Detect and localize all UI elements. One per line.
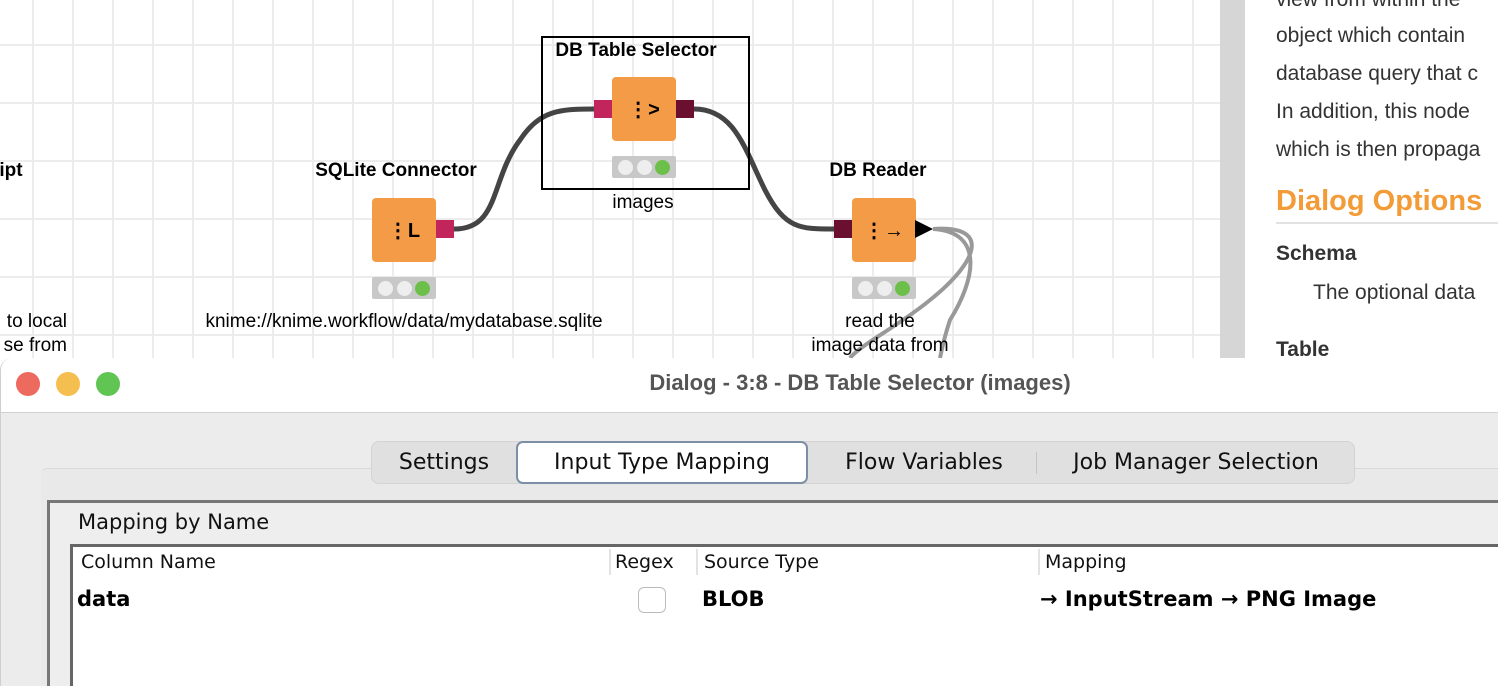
column-header-regex[interactable]: Regex bbox=[615, 551, 674, 573]
node-label-db-reader: DB Reader bbox=[829, 160, 927, 181]
node-sqlite-connector[interactable]: ⋮L bbox=[372, 198, 436, 262]
db-data-in-port[interactable] bbox=[834, 220, 852, 238]
node-selection-box bbox=[541, 36, 750, 190]
workflow-canvas[interactable]: ript to local se from SQLite Connector ⋮… bbox=[0, 0, 1220, 358]
dialog-title: Dialog - 3:8 - DB Table Selector (images… bbox=[649, 370, 1071, 395]
db-connection-out-port[interactable] bbox=[436, 220, 454, 238]
description-line: which is then propaga bbox=[1276, 138, 1481, 161]
section-title: Mapping by Name bbox=[78, 510, 270, 534]
db-data-out-port[interactable] bbox=[676, 100, 694, 118]
option-text: The optional data bbox=[1313, 281, 1476, 304]
data-table-out-port[interactable] bbox=[915, 220, 933, 238]
annotation-line: to local bbox=[6, 311, 67, 332]
zoom-button[interactable] bbox=[96, 372, 120, 396]
tab-bar: Settings Input Type Mapping Flow Variabl… bbox=[371, 441, 1355, 484]
node-annotation[interactable]: knime://knime.workflow/data/mydatabase.s… bbox=[205, 311, 603, 332]
node-annotation[interactable]: read the image data from bbox=[811, 310, 948, 358]
description-line: object which contain bbox=[1276, 24, 1466, 47]
tab-settings[interactable]: Settings bbox=[398, 450, 490, 475]
cell-column-name[interactable]: data bbox=[77, 587, 131, 611]
connection-reader-out-2 bbox=[932, 227, 973, 358]
regex-checkbox[interactable] bbox=[638, 587, 666, 613]
section-heading: Dialog Options bbox=[1276, 185, 1483, 217]
status-lights bbox=[372, 277, 436, 299]
column-separator bbox=[609, 549, 611, 575]
node-db-table-selector[interactable]: ⋮> bbox=[612, 77, 676, 141]
connection-sqlite-to-selector bbox=[453, 106, 595, 232]
description-line: view from within the bbox=[1276, 0, 1460, 12]
column-header-mapping[interactable]: Mapping bbox=[1045, 551, 1127, 573]
title-bar[interactable]: Dialog - 3:8 - DB Table Selector (images… bbox=[1, 358, 1498, 413]
partial-node-label: ript bbox=[0, 160, 23, 181]
mapping-table bbox=[70, 544, 1498, 686]
column-separator bbox=[696, 549, 698, 575]
node-db-reader[interactable]: ⋮→ bbox=[852, 198, 916, 262]
status-lights bbox=[852, 277, 916, 299]
minimize-button[interactable] bbox=[56, 372, 80, 396]
connections bbox=[453, 106, 974, 358]
tab-separator bbox=[1036, 452, 1037, 474]
option-label: Table bbox=[1276, 338, 1330, 358]
database-selector-icon: ⋮> bbox=[628, 98, 660, 121]
tab-input-type-mapping[interactable]: Input Type Mapping bbox=[516, 441, 808, 484]
annotation-line: se from bbox=[3, 335, 67, 356]
dialog-window: Dialog - 3:8 - DB Table Selector (images… bbox=[0, 358, 1498, 686]
node-description-panel: view from within the object which contai… bbox=[1245, 0, 1498, 358]
heading-underline bbox=[1276, 222, 1498, 224]
tab-job-manager-selection[interactable]: Job Manager Selection bbox=[1073, 450, 1319, 475]
annotation-line: image data from bbox=[811, 335, 949, 356]
connection-reader-out-1 bbox=[848, 226, 974, 358]
annotation-line: read the bbox=[845, 311, 915, 332]
column-header-column-name[interactable]: Column Name bbox=[81, 551, 216, 573]
option-label: Schema bbox=[1276, 242, 1357, 265]
tab-flow-variables[interactable]: Flow Variables bbox=[845, 450, 1003, 475]
close-button[interactable] bbox=[16, 372, 40, 396]
database-reader-icon: ⋮→ bbox=[864, 219, 904, 242]
cell-mapping[interactable]: → InputStream → PNG Image bbox=[1040, 587, 1377, 611]
partial-node-annotation: to local se from bbox=[4, 310, 67, 358]
panel-splitter[interactable] bbox=[1220, 0, 1245, 358]
database-connector-icon: ⋮L bbox=[387, 219, 421, 242]
db-connection-in-port[interactable] bbox=[594, 100, 612, 118]
column-separator bbox=[1038, 549, 1040, 575]
column-header-source-type[interactable]: Source Type bbox=[704, 551, 819, 573]
cell-source-type[interactable]: BLOB bbox=[702, 587, 765, 611]
node-annotation[interactable]: images bbox=[612, 192, 674, 213]
node-label-sqlite-connector: SQLite Connector bbox=[315, 160, 477, 181]
description-line: In addition, this node bbox=[1276, 100, 1470, 123]
node-label-db-table-selector: DB Table Selector bbox=[555, 40, 717, 61]
connection-selector-to-reader bbox=[693, 106, 835, 232]
description-line: database query that c bbox=[1276, 62, 1478, 85]
status-lights bbox=[612, 156, 676, 178]
